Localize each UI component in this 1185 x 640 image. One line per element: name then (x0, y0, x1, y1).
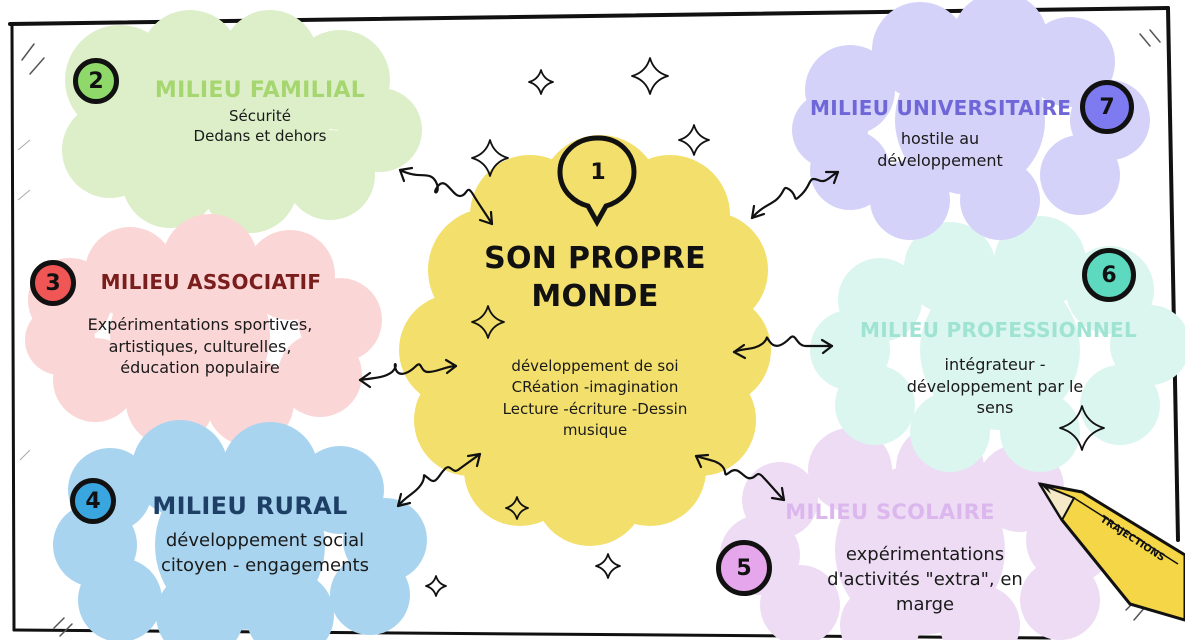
node-7-line-1: hostile au (900, 129, 980, 148)
cloud-familial (62, 10, 422, 233)
node-4-number: 4 (85, 488, 101, 514)
node-3-line-3: éducation populaire (120, 358, 280, 378)
node-4-line-1: développement social (165, 530, 365, 551)
cloud-rural (53, 420, 427, 640)
curly-arrow-icon (398, 166, 494, 226)
sparkle-icon (631, 57, 669, 95)
sparkle-icon (505, 496, 529, 520)
node-7-text: hostile au développement (840, 128, 1040, 171)
node-2-text: Sécurité Dedans et dehors (150, 106, 370, 147)
curly-arrow-icon (358, 358, 458, 389)
curly-arrow-icon (396, 452, 482, 508)
node-7-title: MILIEU UNIVERSITAIRE (810, 96, 1072, 120)
node-5-title: MILIEU SCOLAIRE (785, 500, 995, 524)
center-title-line-2: MONDE (531, 278, 659, 314)
center-line-2: CRéation -imagination (511, 378, 679, 397)
sparkle-icon (425, 575, 447, 597)
sparkle-icon (595, 553, 621, 579)
curly-arrow-icon (732, 335, 834, 360)
sparkle-icon (1059, 405, 1105, 451)
node-2-title: MILIEU FAMILIAL (154, 78, 366, 103)
node-2-badge: 2 (73, 58, 119, 104)
center-line-3: Lecture -écriture -Dessin (502, 399, 688, 418)
curly-arrow-icon (694, 453, 786, 502)
edge-shading (17, 139, 31, 461)
node-7-badge: 7 (1080, 80, 1134, 134)
node-3-badge: 3 (30, 260, 76, 306)
node-3-text: Expérimentations sportives, artistiques,… (60, 314, 340, 379)
node-5-text: expérimentations d'activités "extra", en… (800, 542, 1050, 618)
node-2-line-2: Dedans et dehors (193, 127, 327, 146)
sparkle-icon (678, 124, 710, 156)
node-4-text: développement social citoyen - engagemen… (130, 528, 400, 578)
node-5-number: 5 (736, 555, 752, 581)
node-4-title: MILIEU RURAL (152, 492, 348, 520)
node-3-number: 3 (45, 270, 61, 296)
node-2-line-1: Sécurité (229, 107, 291, 125)
node-3-line-2: artistiques, culturelles, (108, 336, 292, 356)
speech-pin-icon (557, 135, 637, 228)
node-3-title: MILIEU ASSOCIATIF (100, 270, 322, 294)
cloud-universitaire (792, 0, 1150, 240)
node-6-text: intégrateur - développement par le sens (880, 354, 1110, 419)
pencil-icon (1037, 481, 1185, 622)
curly-arrow-icon (750, 170, 840, 220)
node-6-line-1: intégrateur - (944, 355, 1046, 374)
node-6-badge: 6 (1082, 248, 1136, 302)
node-7-number: 7 (1099, 94, 1115, 120)
cloud-associatif (25, 214, 382, 446)
node-5-line-3: marge (895, 594, 955, 616)
sparkle-icon (528, 69, 554, 95)
sparkle-icon (471, 305, 505, 339)
node-6-number: 6 (1101, 262, 1117, 288)
center-title: SON PROPRE MONDE (470, 240, 720, 315)
center-line-4: musique (562, 420, 628, 439)
node-6-line-3: sens (976, 398, 1014, 418)
node-3-line-1: Expérimentations sportives, (87, 315, 313, 334)
node-1-number: 1 (590, 159, 606, 185)
node-4-line-2: citoyen - engagements (161, 555, 369, 577)
pencil-label: TRAJECTIONS (1098, 514, 1167, 564)
node-7-line-2: développement (877, 150, 1003, 170)
node-1-badge: 1 (574, 148, 622, 196)
node-2-number: 2 (88, 68, 104, 94)
node-5-line-2: d'activités "extra", en (827, 569, 1023, 591)
node-6-line-2: développement par le (906, 376, 1084, 396)
center-title-line-1: SON PROPRE (484, 241, 706, 276)
node-5-badge: 5 (716, 540, 772, 596)
cloud-professionnel (810, 216, 1185, 472)
center-line-1: développement de soi (511, 357, 679, 375)
node-6-title: MILIEU PROFESSIONNEL (860, 318, 1138, 342)
center-text: développement de soi CRéation -imaginati… (460, 356, 730, 441)
node-5-line-1: expérimentations (845, 544, 1005, 565)
node-4-badge: 4 (70, 478, 116, 524)
sparkle-icon (471, 139, 509, 177)
